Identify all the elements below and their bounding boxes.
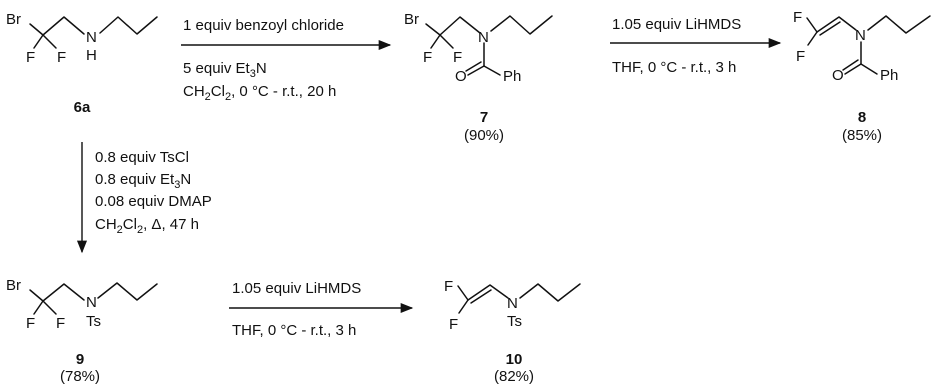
compound-9: Br F F N Ts 9 (78%)	[6, 277, 158, 385]
compound-10: F F N Ts 10 (82%)	[444, 278, 581, 385]
reagent-label: 0.8 equiv Et3N	[95, 171, 191, 191]
atom-f: F	[444, 278, 453, 295]
atom-n: N	[855, 27, 866, 44]
reaction-step-4: 1.05 equiv LiHMDS THF, 0 °C - r.t., 3 h	[229, 280, 414, 339]
atom-br: Br	[6, 11, 21, 28]
reagent-label: 5 equiv Et3N	[183, 60, 267, 80]
compound-10-bonds	[457, 283, 581, 314]
atom-ts: Ts	[86, 313, 101, 330]
compound-label: 6a	[74, 99, 91, 116]
atom-ts: Ts	[507, 313, 522, 330]
atom-ph: Ph	[503, 68, 521, 85]
conditions-label: CH2Cl2, Δ, 47 h	[95, 216, 199, 236]
atom-f: F	[423, 49, 432, 66]
reaction-step-1: 1 equiv benzoyl chloride 5 equiv Et3N CH…	[181, 17, 392, 103]
compound-label: 7	[480, 109, 488, 126]
yield-label: (78%)	[60, 368, 100, 385]
atom-f: F	[449, 316, 458, 333]
compound-6a: Br F F N H 6a	[6, 11, 158, 116]
compound-label: 9	[76, 351, 84, 368]
compound-8-bonds	[806, 15, 931, 75]
reagent-label: 1.05 equiv LiHMDS	[612, 16, 741, 33]
atom-f: F	[796, 48, 805, 65]
conditions-label: THF, 0 °C - r.t., 3 h	[232, 322, 356, 339]
yield-label: (85%)	[842, 127, 882, 144]
atom-f: F	[26, 49, 35, 66]
reagent-label: 1.05 equiv LiHMDS	[232, 280, 361, 297]
compound-7-bonds	[425, 15, 553, 76]
atom-o: O	[832, 67, 844, 84]
atom-f: F	[57, 49, 66, 66]
compound-6a-bonds	[29, 16, 158, 49]
compound-8: F F N O Ph 8 (85%)	[793, 9, 931, 144]
atom-br: Br	[6, 277, 21, 294]
reaction-step-3: 0.8 equiv TsCl 0.8 equiv Et3N 0.08 equiv…	[76, 142, 212, 254]
atom-n: N	[86, 29, 97, 46]
compound-7: Br F F N O Ph 7 (90%)	[404, 11, 553, 144]
compound-label: 10	[506, 351, 523, 368]
atom-f: F	[453, 49, 462, 66]
atom-n: N	[86, 294, 97, 311]
conditions-label: THF, 0 °C - r.t., 3 h	[612, 59, 736, 76]
reagent-label: 0.08 equiv DMAP	[95, 193, 212, 210]
compound-label: 8	[858, 109, 866, 126]
reagent-label: 1 equiv benzoyl chloride	[183, 17, 344, 34]
compound-9-bonds	[29, 282, 158, 315]
atom-n: N	[507, 295, 518, 312]
conditions-label: CH2Cl2, 0 °C - r.t., 20 h	[183, 83, 336, 103]
atom-br: Br	[404, 11, 419, 28]
atom-o: O	[455, 68, 467, 85]
atom-ph: Ph	[880, 67, 898, 84]
reaction-step-2: 1.05 equiv LiHMDS THF, 0 °C - r.t., 3 h	[610, 16, 782, 76]
atom-f: F	[26, 315, 35, 332]
yield-label: (82%)	[494, 368, 534, 385]
reagent-label: 0.8 equiv TsCl	[95, 149, 189, 166]
atom-f: F	[793, 9, 802, 26]
atom-h: H	[86, 47, 97, 64]
atom-n: N	[478, 29, 489, 46]
yield-label: (90%)	[464, 127, 504, 144]
atom-f: F	[56, 315, 65, 332]
